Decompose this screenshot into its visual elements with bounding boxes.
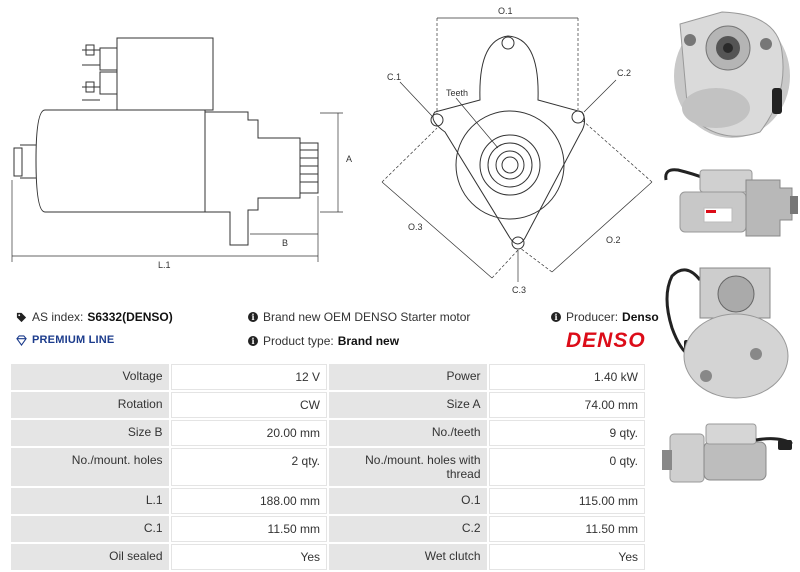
spec-value: 2 qty. <box>170 448 328 486</box>
spec-value: 12 V <box>170 364 328 390</box>
spec-value: Yes <box>170 544 328 570</box>
description-text: Brand new OEM DENSO Starter motor <box>263 310 471 324</box>
product-photo-side[interactable] <box>660 158 800 248</box>
tag-icon <box>16 312 27 322</box>
spec-label: No./mount. holes with thread <box>329 448 487 486</box>
dim-label-b: B <box>282 238 288 248</box>
product-photo-front[interactable] <box>660 4 800 144</box>
spec-label: No./teeth <box>329 420 487 446</box>
technical-drawing: O.1 C.1 C.2 Teeth A B L.1 O.3 O.2 C.3 <box>11 6 653 295</box>
drive-housing-outline <box>204 111 301 246</box>
flange-outline <box>432 35 586 245</box>
product-type: i Product type: Brand new <box>248 334 399 348</box>
product-description: i Brand new OEM DENSO Starter motor <box>248 310 470 324</box>
spec-value: 1.40 kW <box>488 364 645 390</box>
product-type-value: Brand new <box>337 334 400 348</box>
product-type-label: Product type: <box>263 334 334 348</box>
spec-label: Rotation <box>11 392 169 418</box>
as-index: AS index: S6332(DENSO) <box>16 310 173 324</box>
table-row: L.1 188.00 mm O.1 115.00 mm <box>11 488 645 514</box>
spec-label: Voltage <box>11 364 169 390</box>
info-icon: i <box>248 336 258 346</box>
info-icon: i <box>551 312 561 322</box>
dim-label-o1: O.1 <box>498 6 513 16</box>
spec-label: Power <box>329 364 487 390</box>
spec-label: Size B <box>11 420 169 446</box>
dim-label-a: A <box>346 154 352 164</box>
product-photo-column <box>660 0 800 546</box>
specs-table: Voltage 12 V Power 1.40 kW Rotation CW S… <box>9 362 647 572</box>
dim-label-teeth: Teeth <box>446 88 468 98</box>
product-photo-rear[interactable] <box>660 258 800 404</box>
spec-value: 20.00 mm <box>170 420 328 446</box>
table-row: Voltage 12 V Power 1.40 kW <box>11 364 645 390</box>
spec-value: 11.50 mm <box>488 516 645 542</box>
diamond-icon <box>16 334 27 346</box>
spec-value: 0 qty. <box>488 448 645 486</box>
dim-label-l1: L.1 <box>158 260 171 270</box>
product-photo-angle[interactable] <box>660 414 800 494</box>
spec-label: C.2 <box>329 516 487 542</box>
spec-label: C.1 <box>11 516 169 542</box>
motor-body-outline <box>35 109 206 213</box>
denso-logo: DENSO <box>566 329 646 352</box>
spec-label: Size A <box>329 392 487 418</box>
spec-label: Wet clutch <box>329 544 487 570</box>
spec-value: 9 qty. <box>488 420 645 446</box>
producer-value: Denso <box>622 310 659 324</box>
table-row: Oil sealed Yes Wet clutch Yes <box>11 544 645 570</box>
as-index-label: AS index: <box>32 310 84 324</box>
spec-value: CW <box>170 392 328 418</box>
spec-value: 188.00 mm <box>170 488 328 514</box>
dim-label-c2: C.2 <box>617 68 631 78</box>
premium-line-label: PREMIUM LINE <box>32 334 115 346</box>
spec-value: 11.50 mm <box>170 516 328 542</box>
dim-label-c1: C.1 <box>387 72 401 82</box>
info-icon: i <box>248 312 258 322</box>
table-row: Size B 20.00 mm No./teeth 9 qty. <box>11 420 645 446</box>
dim-label-o3: O.3 <box>408 222 423 232</box>
spec-label: O.1 <box>329 488 487 514</box>
spec-value: 115.00 mm <box>488 488 645 514</box>
table-row: No./mount. holes 2 qty. No./mount. holes… <box>11 448 645 486</box>
dim-label-c3: C.3 <box>512 285 526 295</box>
spec-label: No./mount. holes <box>11 448 169 486</box>
spec-label: Oil sealed <box>11 544 169 570</box>
as-index-value: S6332(DENSO) <box>87 310 173 324</box>
table-row: C.1 11.50 mm C.2 11.50 mm <box>11 516 645 542</box>
dim-label-o2: O.2 <box>606 235 621 245</box>
premium-line-badge: PREMIUM LINE <box>16 334 114 346</box>
table-row: Rotation CW Size A 74.00 mm <box>11 392 645 418</box>
spec-value: 74.00 mm <box>488 392 645 418</box>
spec-label: L.1 <box>11 488 169 514</box>
producer-label: Producer: <box>566 310 619 324</box>
solenoid-outline <box>116 37 214 111</box>
spec-value: Yes <box>488 544 645 570</box>
producer: i Producer: Denso <box>551 310 659 324</box>
